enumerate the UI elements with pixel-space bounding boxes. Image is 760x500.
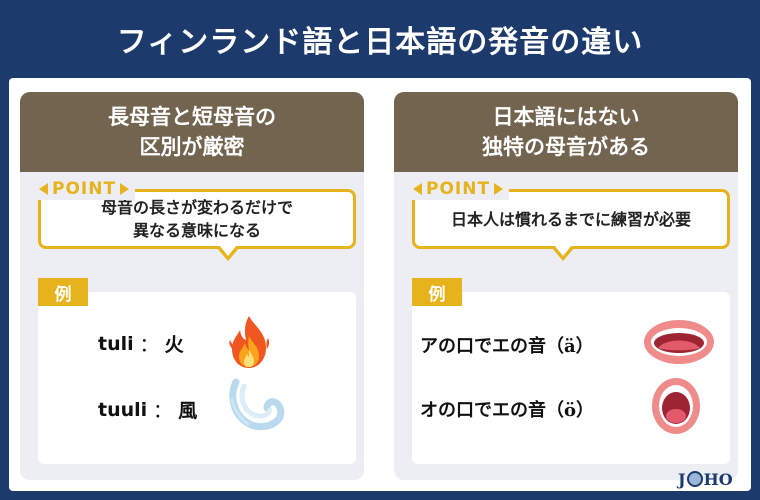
example-label: 例 <box>38 278 88 306</box>
triangle-left-icon <box>39 183 48 195</box>
globe-icon <box>686 471 703 487</box>
point-text-line1: 日本人は慣れるまでに練習が必要 <box>450 209 691 229</box>
wind-icon <box>229 378 285 431</box>
example-meaning: 火 <box>164 334 184 356</box>
panel-heading-line2: 区別が厳密 <box>139 134 245 159</box>
point-text-line2: 異なる意味になる <box>132 221 261 240</box>
example-row-wind: tuuli ： 風 <box>98 396 197 423</box>
logo-text-end: HO <box>703 469 733 489</box>
example-row-fire: tuli ： 火 <box>98 330 184 357</box>
point-label-text: POINT <box>426 179 491 199</box>
triangle-left-icon <box>413 183 422 195</box>
triangle-right-icon <box>120 183 130 195</box>
bubble-tail-fill <box>219 245 237 256</box>
panel-unique-vowels: 日本語にはない 独特の母音がある 日本人は慣れるまでに練習が必要 POINT 例… <box>394 92 738 480</box>
example-phrase: オの口でエの音（ö） <box>420 400 595 421</box>
example-separator: ： <box>139 334 159 356</box>
example-row-a-umlaut: アの口でエの音（ä） <box>420 332 594 358</box>
point-label: POINT <box>407 178 510 200</box>
example-word: tuuli <box>98 398 148 421</box>
bubble-tail-fill <box>554 245 572 256</box>
point-label-text: POINT <box>52 179 117 199</box>
example-box <box>38 292 356 464</box>
example-separator: ： <box>153 400 173 422</box>
panel-vowel-length: 長母音と短母音の 区別が厳密 母音の長さが変わるだけで 異なる意味になる POI… <box>20 92 364 480</box>
panel-heading-line2: 独特の母音がある <box>482 134 650 159</box>
example-meaning: 風 <box>178 400 198 422</box>
point-text-line1: 母音の長さが変わるだけで <box>100 198 293 217</box>
mouth-wide-icon <box>644 320 714 364</box>
page-title: フィンランド語と日本語の発音の違い <box>116 25 644 60</box>
mouth-round-icon <box>652 378 700 434</box>
panel-heading: 日本語にはない 独特の母音がある <box>394 92 738 172</box>
example-label: 例 <box>412 278 462 306</box>
triangle-right-icon <box>494 183 504 195</box>
fire-icon <box>229 316 270 368</box>
panel-heading: 長母音と短母音の 区別が厳密 <box>20 92 364 172</box>
example-word: tuli <box>98 332 134 355</box>
panel-heading-line1: 長母音と短母音の <box>108 104 276 129</box>
panel-heading-line1: 日本語にはない <box>492 104 640 129</box>
example-phrase: アの口でエの音（ä） <box>420 336 594 357</box>
point-label: POINT <box>33 178 136 200</box>
example-row-o-umlaut: オの口でエの音（ö） <box>420 396 594 422</box>
joho-logo: J HO <box>678 467 733 491</box>
logo-text-start: J <box>678 469 686 489</box>
